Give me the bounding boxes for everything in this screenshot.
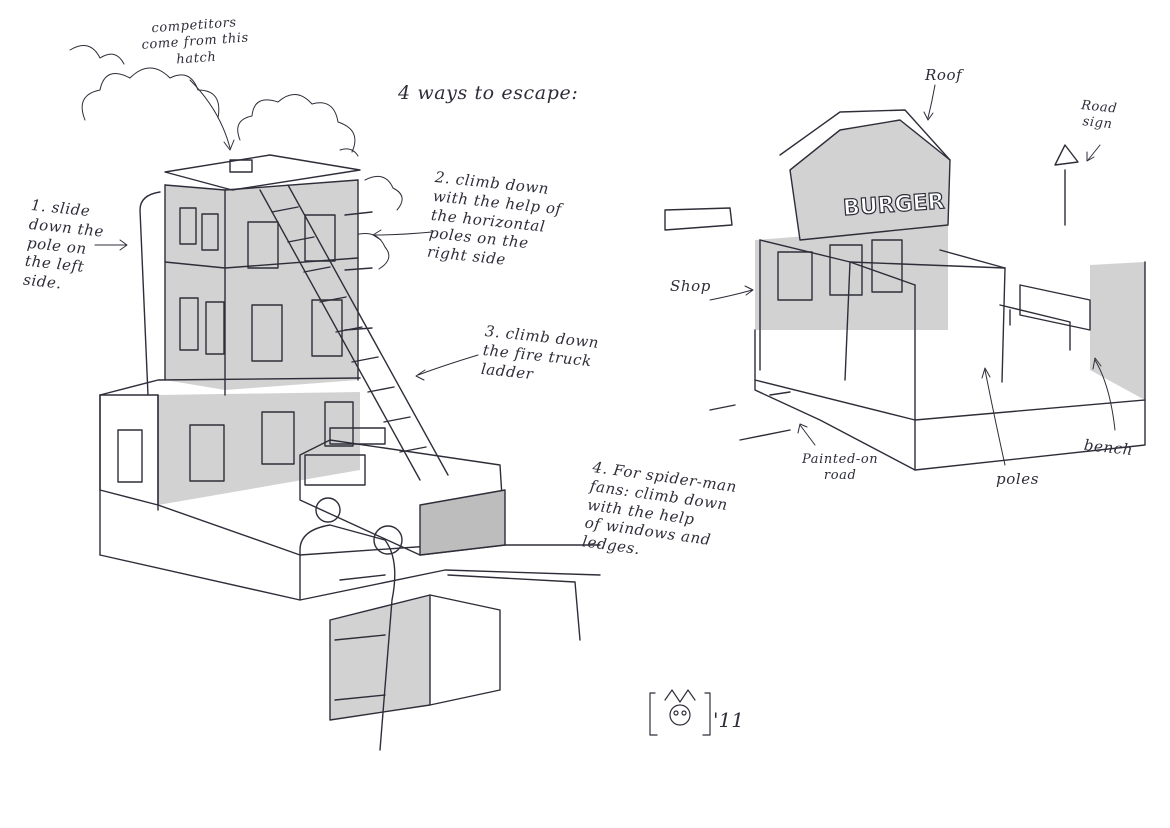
roof-label: Roof: [925, 66, 962, 85]
painted-road-label: Painted-on road: [802, 452, 878, 485]
trench: [300, 525, 580, 750]
poles-label: poles: [996, 470, 1039, 489]
shop-label: Shop: [670, 277, 711, 296]
artist-signature-logo: [650, 690, 710, 735]
road-sign-label: Road sign: [1079, 98, 1118, 134]
page-title: 4 ways to escape:: [398, 82, 578, 106]
burger-shop-scene: [665, 110, 1145, 470]
escape-way-1: 1. slide down the pole on the left side.: [22, 196, 107, 297]
hatch-note: competitors come from this hatch: [140, 15, 251, 71]
signature-year: '11: [713, 708, 744, 732]
escape-way-4: 4. For spider-man fans: climb down with …: [581, 458, 738, 571]
escape-way-3: 3. climb down the fire truck ladder: [480, 322, 600, 390]
escape-way-2: 2. climb down with the help of the horiz…: [426, 168, 564, 275]
